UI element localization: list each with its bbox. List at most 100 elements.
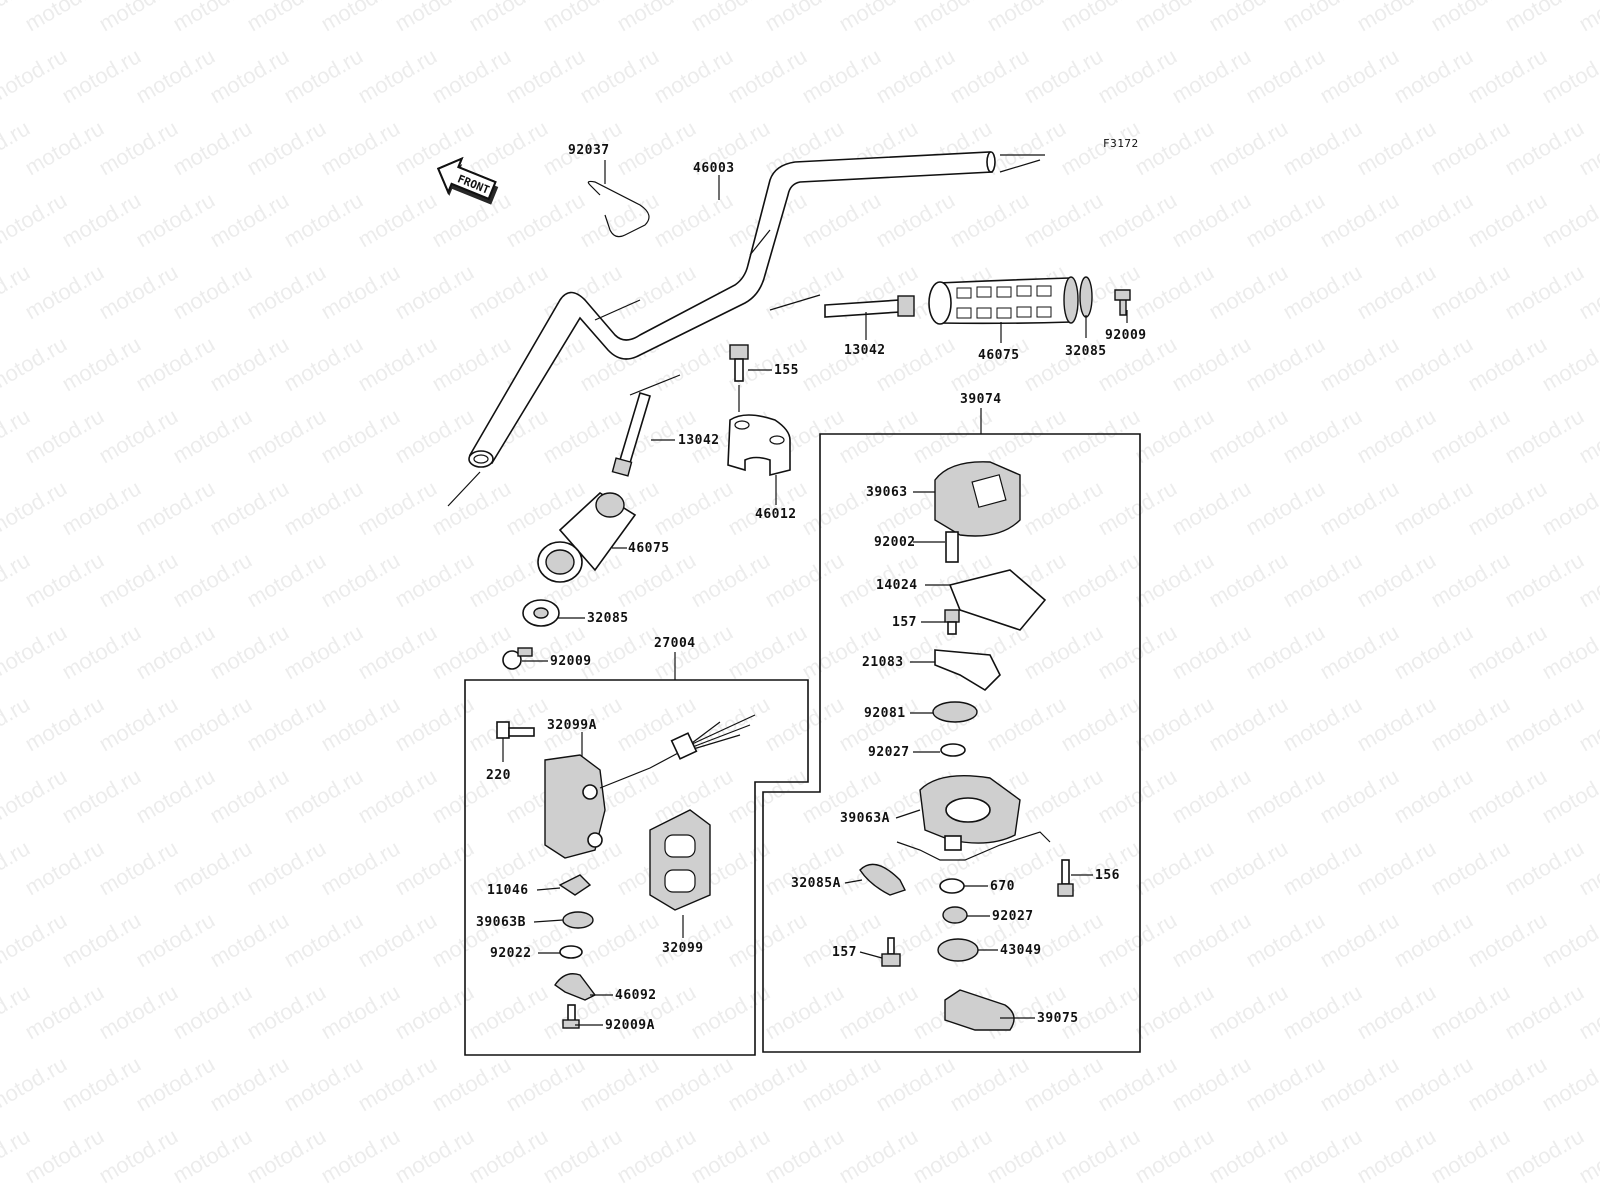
watermark-text: motod.ru — [1500, 835, 1588, 900]
watermark-text: motod.ru — [1574, 0, 1600, 36]
diagram-code: F3172 — [1103, 137, 1139, 150]
watermark-text: motod.ru — [316, 547, 404, 612]
watermark-text: motod.ru — [1500, 259, 1588, 324]
label-13042-right: 13042 — [844, 343, 886, 358]
watermark-text: motod.ru — [538, 403, 626, 468]
watermark-text: motod.ru — [649, 187, 737, 252]
watermark-text: motod.ru — [797, 907, 885, 972]
watermark-text: motod.ru — [57, 619, 145, 684]
watermark-text: motod.ru — [649, 1195, 737, 1200]
watermark-text: motod.ru — [353, 619, 441, 684]
watermark-text: motod.ru — [279, 1195, 367, 1200]
watermark-text: motod.ru — [723, 1195, 811, 1200]
watermark-text: motod.ru — [1167, 43, 1255, 108]
watermark-text: motod.ru — [945, 187, 1033, 252]
watermark-text: motod.ru — [168, 835, 256, 900]
watermark-text: motod.ru — [612, 115, 700, 180]
watermark-text: motod.ru — [982, 691, 1070, 756]
watermark-text: motod.ru — [1204, 403, 1292, 468]
watermark-text: motod.ru — [1204, 547, 1292, 612]
watermark-text: motod.ru — [131, 475, 219, 540]
watermark-text: motod.ru — [1537, 331, 1600, 396]
watermark-text: motod.ru — [686, 1123, 774, 1188]
watermark-text: motod.ru — [1093, 1195, 1181, 1200]
watermark-text: motod.ru — [871, 1051, 959, 1116]
watermark-text: motod.ru — [1241, 475, 1329, 540]
part-11046 — [558, 874, 592, 896]
watermark-text: motod.ru — [94, 259, 182, 324]
watermark-text: motod.ru — [390, 259, 478, 324]
label-39063B: 39063B — [476, 915, 526, 930]
watermark-text: motod.ru — [1463, 907, 1551, 972]
watermark-text: motod.ru — [686, 547, 774, 612]
watermark-text: motod.ru — [686, 979, 774, 1044]
watermark-text: motod.ru — [427, 331, 515, 396]
watermark-text: motod.ru — [1278, 1123, 1366, 1188]
watermark-text: motod.ru — [834, 979, 922, 1044]
watermark-text: motod.ru — [1130, 259, 1218, 324]
watermark-text: motod.ru — [57, 1051, 145, 1116]
watermark-text: motod.ru — [1389, 331, 1477, 396]
watermark-text: motod.ru — [242, 115, 330, 180]
part-39063B — [562, 911, 594, 929]
watermark-text: motod.ru — [575, 187, 663, 252]
watermark-text: motod.ru — [20, 1123, 108, 1188]
watermark-text: motod.ru — [982, 403, 1070, 468]
watermark-text: motod.ru — [390, 0, 478, 36]
watermark-text: motod.ru — [1019, 1195, 1107, 1200]
watermark-text: motod.ru — [57, 1195, 145, 1200]
watermark-text: motod.ru — [57, 43, 145, 108]
watermark-text: motod.ru — [1537, 907, 1600, 972]
watermark-text: motod.ru — [279, 187, 367, 252]
watermark-text: motod.ru — [205, 331, 293, 396]
handlebar — [447, 151, 1045, 507]
watermark-text: motod.ru — [612, 1123, 700, 1188]
watermark-text: motod.ru — [1056, 1123, 1144, 1188]
watermark-text: motod.ru — [575, 619, 663, 684]
watermark-text: motod.ru — [131, 763, 219, 828]
watermark-text: motod.ru — [1315, 907, 1403, 972]
label-43049: 43049 — [1000, 943, 1042, 958]
watermark-text: motod.ru — [168, 691, 256, 756]
watermark-text: motod.ru — [0, 475, 71, 540]
watermark-text: motod.ru — [1093, 43, 1181, 108]
watermark-text: motod.ru — [464, 259, 552, 324]
watermark-text: motod.ru — [131, 907, 219, 972]
watermark-text: motod.ru — [1537, 187, 1600, 252]
watermark-text: motod.ru — [1500, 547, 1588, 612]
watermark-text: motod.ru — [797, 619, 885, 684]
watermark-text: motod.ru — [1130, 1123, 1218, 1188]
watermark-text: motod.ru — [205, 907, 293, 972]
watermark-text: motod.ru — [1315, 619, 1403, 684]
label-670: 670 — [990, 879, 1015, 894]
label-46075-right: 46075 — [978, 348, 1020, 363]
label-21083: 21083 — [862, 655, 904, 670]
watermark-text: motod.ru — [1204, 0, 1292, 36]
watermark-text: motod.ru — [279, 331, 367, 396]
watermark-text: motod.ru — [1019, 187, 1107, 252]
watermark-text: motod.ru — [1315, 1051, 1403, 1116]
watermark-text: motod.ru — [1315, 475, 1403, 540]
watermark-text: motod.ru — [1463, 331, 1551, 396]
screw-92009A — [562, 1004, 580, 1029]
watermark-text: motod.ru — [20, 835, 108, 900]
watermark-text: motod.ru — [1315, 763, 1403, 828]
watermark-text: motod.ru — [1426, 691, 1514, 756]
clamp-46012 — [727, 414, 791, 477]
watermark-text: motod.ru — [723, 619, 811, 684]
watermark-text: motod.ru — [1167, 1051, 1255, 1116]
watermark-text: motod.ru — [353, 43, 441, 108]
watermark-text: motod.ru — [1241, 187, 1329, 252]
watermark-text: motod.ru — [1093, 1051, 1181, 1116]
watermark-text: motod.ru — [1056, 547, 1144, 612]
cover-39063 — [934, 461, 1021, 537]
watermark-text: motod.ru — [57, 187, 145, 252]
watermark-text: motod.ru — [1278, 691, 1366, 756]
watermark-text: motod.ru — [1500, 979, 1588, 1044]
watermark-text: motod.ru — [760, 979, 848, 1044]
watermark-text: motod.ru — [168, 115, 256, 180]
watermark-text: motod.ru — [1278, 979, 1366, 1044]
watermark-text: motod.ru — [1204, 259, 1292, 324]
bolt-157-top — [944, 609, 960, 635]
